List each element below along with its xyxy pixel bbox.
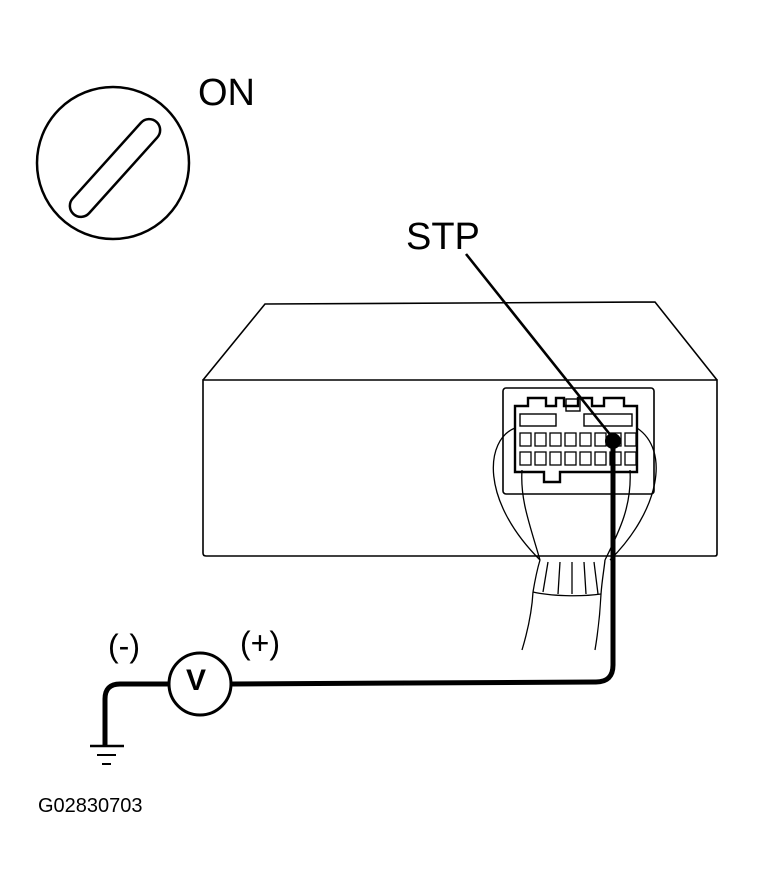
connector-pin: [624, 432, 637, 447]
voltmeter-label: V: [186, 664, 207, 697]
ecu-box: [202, 301, 718, 557]
connector-pin: [594, 432, 607, 447]
ignition-on-label: ON: [198, 72, 255, 114]
probe-leader: [464, 253, 614, 438]
wire-harness: [492, 427, 657, 651]
connector-pin: [624, 451, 637, 466]
stp-terminal-label: STP: [406, 216, 480, 258]
negative-lead: [102, 681, 169, 745]
connector-pin: [549, 451, 562, 466]
connector-pin: [579, 432, 592, 447]
connector-pin: [519, 432, 532, 447]
connector-pin: [564, 451, 577, 466]
positive-lead: [231, 441, 616, 687]
connector-pins: [519, 432, 637, 466]
connector-body: [513, 396, 639, 484]
ignition-key-icon: [35, 85, 191, 241]
connector-pin: [594, 451, 607, 466]
positive-polarity-label: (+): [240, 625, 280, 661]
connector: [502, 387, 655, 495]
negative-polarity-label: (-): [108, 628, 140, 664]
figure-code: G02830703: [38, 795, 143, 817]
connector-pin: [534, 451, 547, 466]
connector-pin: [579, 451, 592, 466]
connector-pin: [519, 451, 532, 466]
connector-pin: [534, 432, 547, 447]
ground-symbol-icon: [90, 744, 124, 765]
connector-pin: [549, 432, 562, 447]
connector-pin: [564, 432, 577, 447]
